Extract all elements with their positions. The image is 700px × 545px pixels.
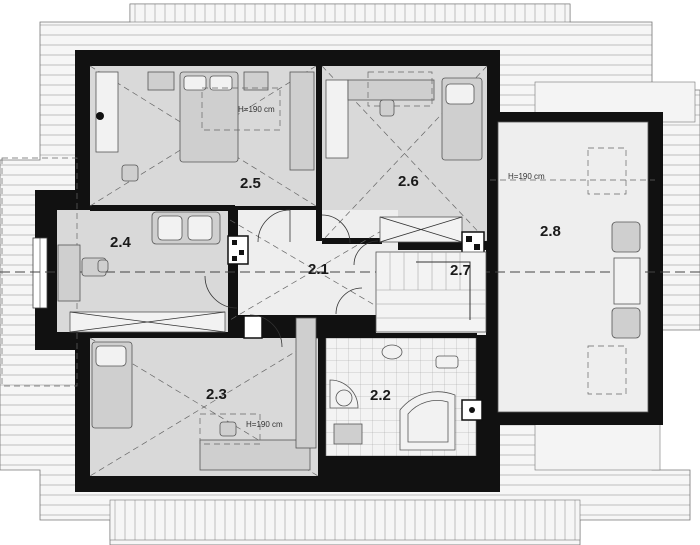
height-note-2-8: H=190 cm bbox=[508, 172, 545, 181]
room-2-3-furniture bbox=[91, 315, 317, 471]
west-window bbox=[32, 237, 48, 309]
room-label-2-8: 2.8 bbox=[540, 223, 561, 240]
staircase bbox=[375, 251, 487, 333]
interior-walls bbox=[47, 66, 482, 475]
room-label-2-7: 2.7 bbox=[450, 262, 471, 279]
room-label-2-3: 2.3 bbox=[206, 386, 227, 403]
height-note-2-3: H=190 cm bbox=[246, 420, 283, 429]
room-2-4-furniture bbox=[57, 211, 249, 333]
room-label-2-4: 2.4 bbox=[110, 234, 132, 251]
door-swings bbox=[204, 209, 379, 348]
room-label-2-2: 2.2 bbox=[370, 387, 391, 404]
room-label-2-1: 2.1 bbox=[308, 261, 329, 278]
room-label-2-6: 2.6 bbox=[398, 173, 419, 190]
bathroom-fixtures bbox=[329, 344, 483, 451]
room-label-2-5: 2.5 bbox=[240, 175, 261, 192]
room-2-5-furniture bbox=[95, 71, 315, 182]
room-2-8-furniture bbox=[587, 147, 641, 395]
height-note-2-5: H=190 cm bbox=[238, 105, 275, 114]
room-2-6-furniture bbox=[325, 71, 485, 255]
